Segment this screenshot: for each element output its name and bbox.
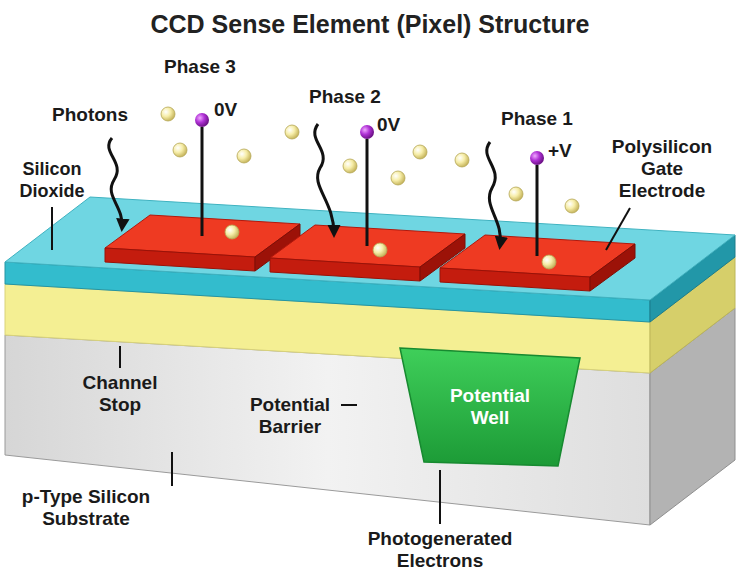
leader-line (171, 452, 173, 486)
contact-dot (530, 151, 544, 165)
photon-ball (509, 187, 523, 201)
photon-ball (173, 143, 187, 157)
part-label: p-Type Silicon Substrate (4, 486, 168, 530)
well-outline (400, 348, 580, 466)
photon-ball (413, 145, 427, 159)
part-label: Polysilicon Gate Electrode (600, 136, 724, 202)
photons-label: Photons (35, 104, 145, 126)
photon-ball (343, 159, 357, 173)
oxide-top (5, 197, 735, 300)
phase-label: Phase 2 (290, 86, 400, 108)
photon-ball (225, 225, 239, 239)
potential-well: Potential Well (400, 348, 580, 466)
contact-dot (360, 125, 374, 139)
part-label: Silicon Dioxide (4, 158, 100, 202)
photon-arrow (487, 142, 501, 246)
gate-front (270, 258, 420, 281)
diagram-title: CCD Sense Element (Pixel) Structure (0, 10, 740, 39)
photon-ball (565, 199, 579, 213)
photon-ball (391, 171, 405, 185)
phase-label: Phase 1 (482, 108, 592, 130)
electrode-wire (366, 139, 369, 246)
contact-dot (195, 113, 209, 127)
voltage-label: +V (548, 140, 572, 162)
leader-line (119, 346, 121, 368)
photon-arrow (109, 138, 122, 228)
part-label: Channel Stop (70, 372, 170, 416)
electrode-wire (201, 127, 204, 236)
photon-ball (237, 149, 251, 163)
photon-ball (373, 243, 387, 257)
voltage-label: 0V (377, 114, 400, 136)
photon-ball (542, 255, 556, 269)
voltage-label: 0V (214, 99, 237, 121)
leader-line (341, 404, 357, 406)
part-label: Photogenerated Electrons (350, 528, 530, 572)
photon-arrow (315, 124, 334, 234)
photon-balls (161, 107, 579, 269)
leader-line (606, 208, 630, 250)
phase-label: Phase 3 (145, 56, 255, 78)
node-text-group: Potential Well (430, 385, 550, 429)
photon-ball (161, 107, 175, 121)
photon-ball (455, 153, 469, 167)
electrode-wire (536, 165, 539, 256)
gate-side (590, 244, 635, 291)
gate-front (105, 248, 255, 271)
leader-line (51, 207, 53, 250)
gate-front (440, 268, 590, 291)
part-label: Potential Barrier (238, 394, 342, 438)
photon-ball (285, 125, 299, 139)
node-label: Potential Well (430, 385, 550, 429)
leader-line (439, 470, 441, 524)
